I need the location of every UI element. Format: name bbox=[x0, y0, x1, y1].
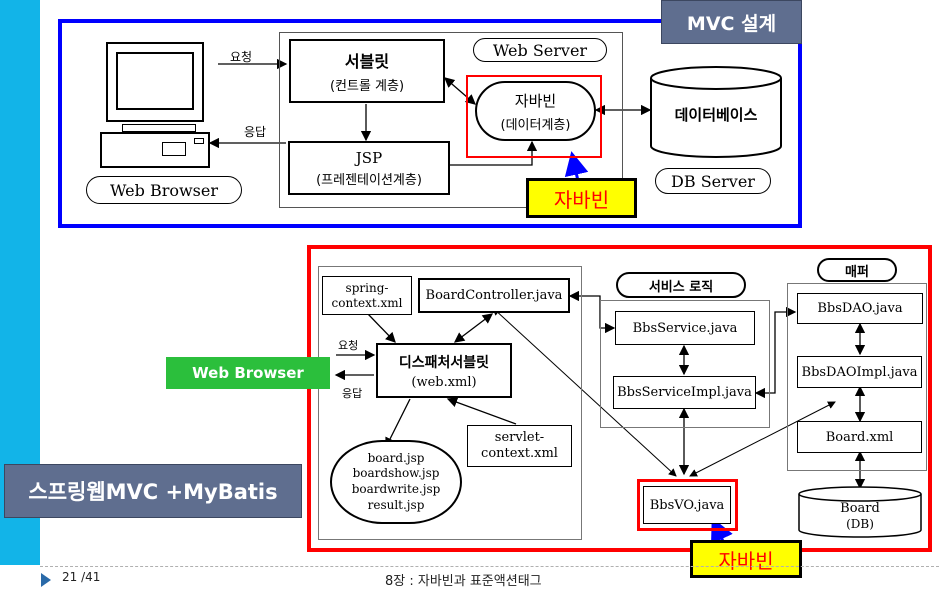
web-browser-badge: Web Browser bbox=[166, 357, 330, 389]
bbs-vo-box: BbsVO.java bbox=[643, 486, 731, 524]
service-logic-label: 서비스 로직 bbox=[616, 272, 746, 298]
request-label: 요청 bbox=[230, 50, 253, 64]
controller-group-frame bbox=[318, 266, 582, 540]
javabean-highlight bbox=[466, 75, 602, 158]
spring-mvc-frame bbox=[307, 245, 932, 552]
servlet-box: 서블릿 (컨트롤 계층) bbox=[289, 39, 445, 103]
footer-divider bbox=[40, 566, 939, 567]
footer-chapter-text: 8장 : 자바빈과 표준액션태그 bbox=[385, 574, 542, 589]
mapper-label: 매퍼 bbox=[817, 258, 897, 282]
bbs-service-impl-box: BbsServiceImpl.java bbox=[613, 376, 756, 409]
mapper-group-frame bbox=[787, 283, 927, 471]
board-db-subtitle: (DB) bbox=[846, 517, 874, 531]
bbs-dao-impl-box: BbsDAOImpl.java bbox=[797, 356, 922, 388]
jsp-subtitle: (프레젠테이션계층) bbox=[316, 172, 422, 188]
javabean-subtitle: (데이터계층) bbox=[500, 117, 571, 133]
dispatcher-servlet-box: 디스패처서블릿 (web.xml) bbox=[376, 343, 512, 398]
spring-mybatis-badge: 스프링웹MVC +MyBatis bbox=[4, 464, 302, 518]
javabean-callout: 자바빈 bbox=[526, 178, 637, 218]
jsp-title: JSP bbox=[355, 148, 383, 167]
response-label: 응답 bbox=[244, 125, 267, 139]
bbs-vo-highlight bbox=[637, 479, 738, 531]
board-controller-box: BoardController.java bbox=[418, 278, 570, 313]
keyboard-icon bbox=[122, 124, 196, 132]
views-document-shape: board.jsp boardshow.jsp boardwrite.jsp r… bbox=[330, 440, 462, 524]
bottom-response-label: 응답 bbox=[342, 387, 363, 400]
bottom-request-label: 요청 bbox=[338, 339, 359, 352]
web-server-label: Web Server bbox=[473, 38, 607, 62]
servlet-subtitle: (컨트롤 계층) bbox=[329, 79, 405, 94]
database-cylinder: 데이터베이스 bbox=[650, 66, 782, 158]
javabean-title: 자바빈 bbox=[514, 91, 557, 110]
database-label: 데이터베이스 bbox=[674, 106, 758, 124]
spring-context-box: spring- context.xml bbox=[322, 276, 412, 315]
servlet-context-box: servlet- context.xml bbox=[467, 425, 572, 467]
web-browser-label: Web Browser bbox=[86, 176, 242, 204]
jsp-box: JSP (프레젠테이션계층) bbox=[288, 141, 450, 195]
page-number: 21 /41 bbox=[62, 570, 100, 584]
mvc-design-frame bbox=[58, 19, 802, 228]
footer-bullet-icon bbox=[41, 573, 51, 587]
javabean-box: 자바빈 (데이터계층) bbox=[475, 81, 596, 141]
page-current: 21 bbox=[62, 570, 78, 584]
board-db-title: Board bbox=[840, 501, 880, 516]
board-xml-box: Board.xml bbox=[797, 421, 922, 453]
servlet-title: 서블릿 bbox=[344, 52, 390, 71]
pc-case-icon bbox=[100, 132, 210, 168]
dispatcher-subtitle: (web.xml) bbox=[411, 374, 477, 390]
bbs-service-box: BbsService.java bbox=[615, 311, 755, 345]
monitor-icon bbox=[106, 42, 204, 122]
board-db-cylinder: Board (DB) bbox=[798, 486, 922, 538]
web-server-frame bbox=[279, 32, 623, 208]
service-group-frame bbox=[600, 300, 770, 428]
page-total: /41 bbox=[81, 570, 101, 584]
mvc-title-badge: MVC 설계 bbox=[661, 0, 802, 44]
bbs-vo-javabean-callout: 자바빈 bbox=[690, 540, 802, 578]
db-server-label: DB Server bbox=[655, 168, 771, 194]
bbs-dao-box: BbsDAO.java bbox=[797, 293, 923, 324]
computer-icon bbox=[100, 40, 210, 170]
dispatcher-title: 디스패처서블릿 bbox=[398, 354, 490, 371]
